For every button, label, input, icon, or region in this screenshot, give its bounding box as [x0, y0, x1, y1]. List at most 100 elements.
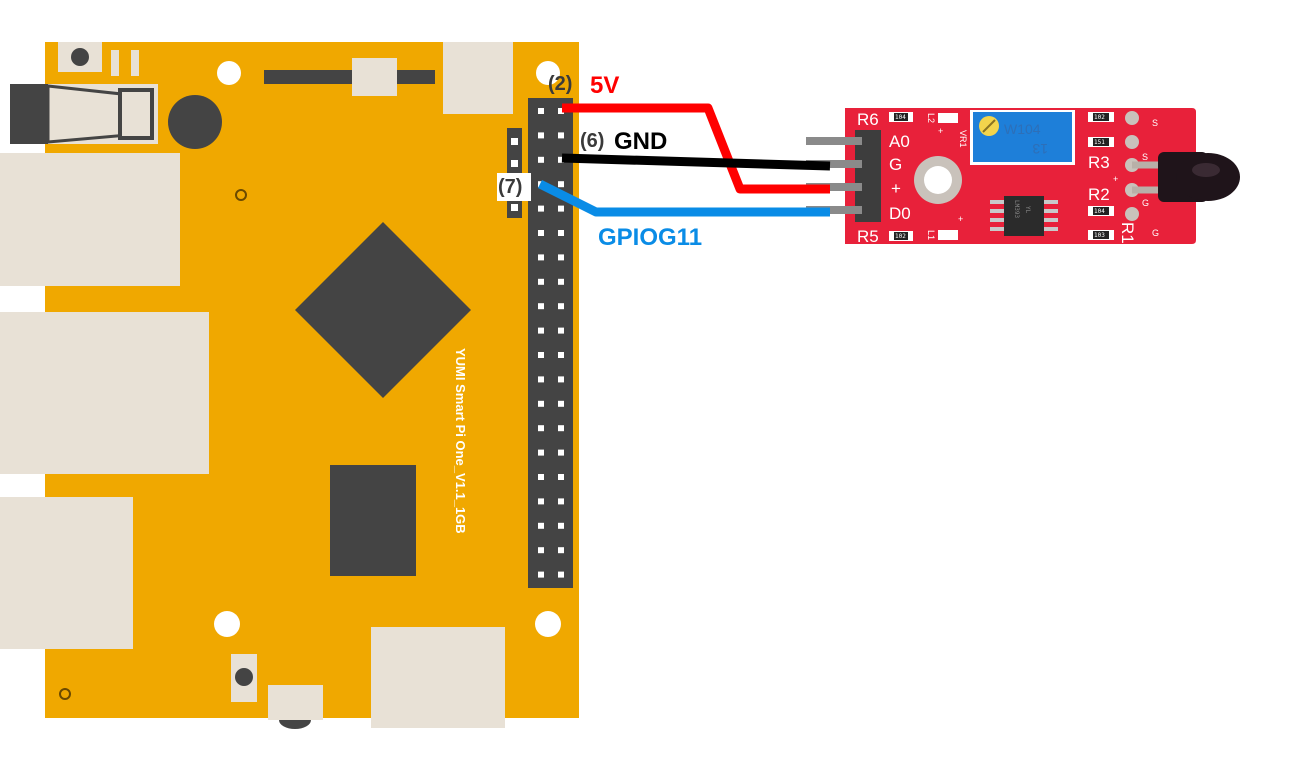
pin-number-gpio: (7)	[498, 176, 522, 198]
gpio-pin	[538, 571, 544, 578]
gpio-pins	[538, 108, 564, 578]
smd-rt2-code: 151	[1094, 139, 1105, 146]
ethernet-port	[0, 312, 209, 474]
pin-label-a0: A0	[889, 132, 910, 151]
label-r3: R3	[1088, 153, 1110, 172]
gpio-header	[528, 98, 573, 588]
gpio-pin	[558, 278, 564, 285]
gpio-pin	[538, 547, 544, 554]
gpio-pin	[538, 278, 544, 285]
potentiometer: W104 13	[970, 110, 1075, 165]
gpio-pin	[558, 352, 564, 358]
smd-rt3-code: 104	[1094, 208, 1105, 215]
sd-card	[352, 58, 397, 96]
label-l1: L1	[926, 230, 936, 240]
gpio-pin	[558, 132, 564, 139]
gpio-pin	[538, 254, 544, 261]
smd-rt4-code: 103	[1094, 232, 1105, 239]
smd-r6-code: 104	[895, 114, 906, 121]
gpio-pin	[558, 205, 564, 212]
gpio-pin	[558, 303, 564, 310]
pin-number-gpio-bg	[497, 173, 531, 201]
soc-chip	[295, 222, 471, 398]
gpio-pin	[538, 205, 544, 212]
smd-rt1-code: 102	[1094, 114, 1105, 121]
gpio-pin	[558, 400, 564, 407]
power-switch-knob	[71, 48, 89, 66]
mount-hole	[536, 61, 560, 85]
gpio-pin	[538, 376, 544, 383]
sensor-mount-hole-inner	[924, 166, 952, 194]
pin-number-gnd: (6)	[580, 130, 604, 152]
gpio-pin	[558, 230, 564, 236]
mount-hole	[214, 611, 240, 637]
gpio-pin	[558, 474, 564, 480]
led-2	[131, 50, 139, 76]
led-1	[111, 50, 119, 76]
label-5v: 5V	[590, 72, 619, 99]
flame-sensor-module: A0 G + D0 R6 R5 104 102 L2 L1 VR1 + + W1…	[806, 108, 1240, 246]
smd-r5-code: 102	[895, 233, 906, 240]
wires	[537, 103, 831, 217]
mic-or-ir	[168, 95, 222, 149]
gpio-pin	[538, 522, 544, 529]
pot-label-top: W104	[1004, 121, 1041, 137]
flame-detector-ir-led	[1158, 152, 1240, 202]
gpio-pin	[538, 352, 544, 358]
board-name: YUMI Smart Pi One_V1.1_1GB	[453, 348, 468, 534]
gpio-pin	[538, 230, 544, 236]
gpio-pin	[538, 108, 544, 114]
label-r5: R5	[857, 227, 879, 246]
plus-mark-2: +	[958, 214, 963, 224]
wire-gnd	[561, 153, 831, 171]
label-gpio: GPIOG11	[598, 224, 702, 251]
mark-g2: G	[1152, 228, 1159, 238]
pin-number-5v: (2)	[548, 73, 572, 95]
gpio-pin	[538, 132, 544, 139]
mark-g1: G	[1142, 198, 1149, 208]
mark-s1: S	[1152, 118, 1158, 128]
micro-usb-port	[268, 685, 323, 720]
via-hole	[59, 688, 71, 700]
gpio-pin	[558, 449, 564, 456]
mount-hole	[217, 61, 241, 85]
wire-5v	[562, 103, 830, 194]
gpio-pin	[538, 327, 544, 334]
label-r2: R2	[1088, 185, 1110, 204]
comparator-chip: LM393 YL	[990, 196, 1058, 236]
chip-label-2: YL	[1024, 206, 1031, 214]
hdmi-port	[371, 627, 505, 728]
gpio-pin	[538, 303, 544, 310]
mount-hole	[535, 611, 561, 637]
connection-labels: (2) 5V (6) GND (7) GPIOG11	[497, 72, 702, 251]
pin-label-d0: D0	[889, 204, 911, 223]
gpio-pin	[538, 425, 544, 432]
plus-mark-1: +	[938, 126, 943, 136]
mark-s2: S	[1142, 152, 1148, 162]
label-vr1: VR1	[958, 130, 968, 148]
gpio-pin	[538, 400, 544, 407]
gpio-pin	[558, 498, 564, 505]
gpio-pin	[558, 254, 564, 261]
label-l2: L2	[926, 113, 936, 123]
pin-label-plus: +	[891, 179, 901, 198]
usb-port-bottom	[0, 497, 133, 649]
pot-label-bottom: 13	[1032, 141, 1048, 157]
gpio-pin	[558, 571, 564, 578]
gpio-pin	[558, 108, 564, 114]
gpio-pin	[538, 449, 544, 456]
gpio-pin	[538, 498, 544, 505]
ram-chip	[330, 465, 416, 576]
sensor-header	[806, 130, 881, 222]
led-l1	[938, 230, 958, 240]
smart-pi-board: YUMI Smart Pi One_V1.1_1GB	[0, 42, 579, 729]
label-gnd: GND	[614, 128, 667, 155]
gpio-pin	[538, 474, 544, 480]
label-r6: R6	[857, 110, 879, 129]
via-hole	[235, 189, 247, 201]
usb-port-top	[0, 153, 180, 286]
right-resistors: 102 151 104 103 R3 R2 R1	[1088, 112, 1137, 244]
gpio-pin	[558, 156, 564, 163]
csi-connector	[443, 42, 513, 114]
